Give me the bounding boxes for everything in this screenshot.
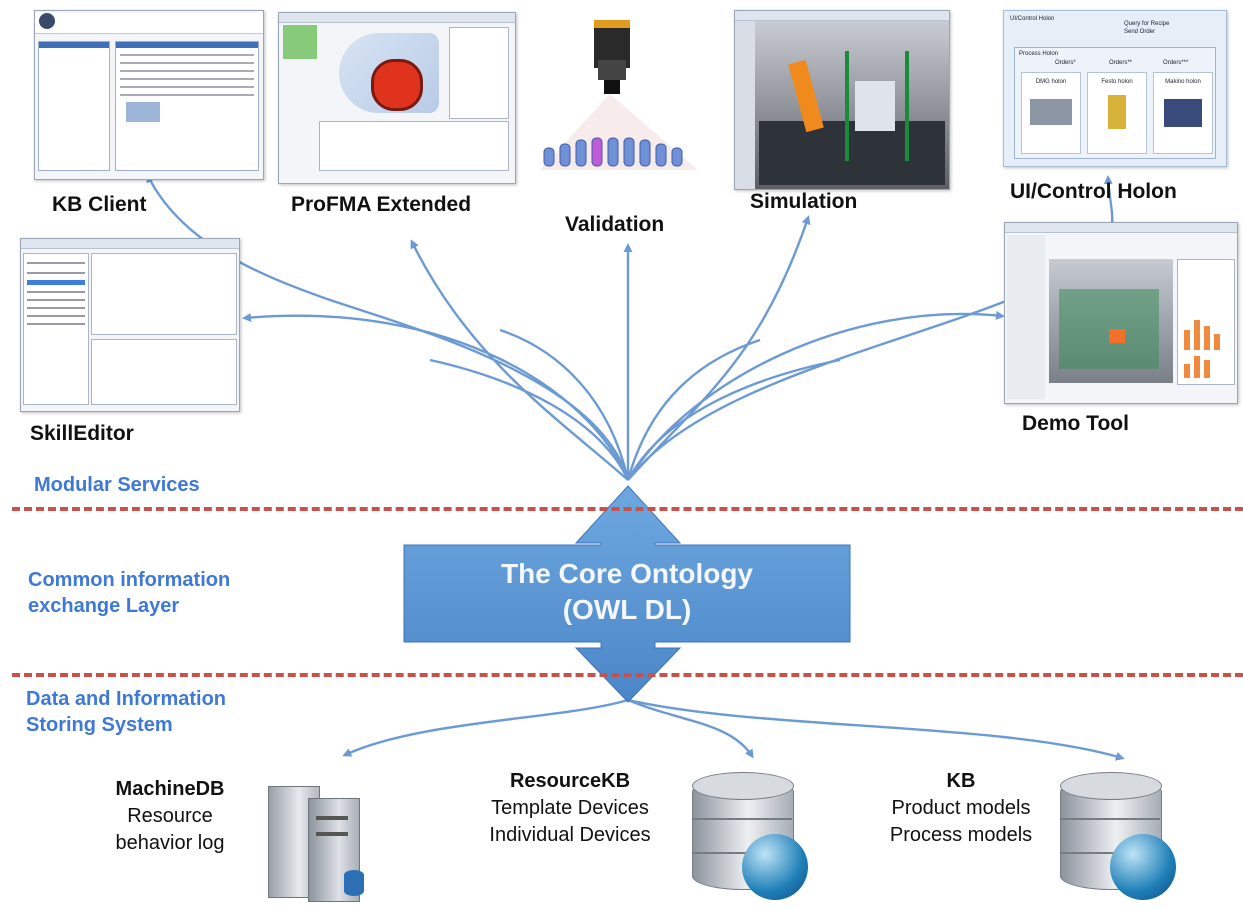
demo-tool-label: Demo Tool — [1022, 412, 1129, 435]
simulation-label: Simulation — [750, 190, 858, 213]
separator-lower — [12, 673, 1243, 677]
core-ontology-arrow — [403, 485, 851, 703]
holon-screen-query: Query for Recipe — [1124, 21, 1170, 27]
arrow-to-demo-tool — [626, 310, 1005, 481]
validation-label: Validation — [565, 213, 665, 236]
kb-title: KB — [946, 770, 976, 792]
database-globe-icon — [1060, 768, 1184, 902]
arrow-to-profma — [410, 239, 629, 481]
resourcekb-title: ResourceKB — [509, 770, 631, 792]
holon-screen-title: UI/Control Holon — [1010, 16, 1055, 22]
kb-client-screenshot — [34, 10, 264, 180]
holon-screen-send: Send Order — [1124, 29, 1156, 35]
separator-upper — [12, 507, 1243, 511]
skilleditor-label: SkillEditor — [30, 422, 134, 445]
profma-label: ProFMA Extended — [291, 193, 472, 216]
holon-screen-o1: Orders* — [1055, 60, 1076, 66]
holon-screen-o2: Orders** — [1109, 60, 1133, 66]
holon-screen-h1: DMG holon — [1035, 79, 1067, 85]
layer-data-line1: Data and Information — [26, 688, 227, 710]
core-ontology-title: The Core Ontology — [501, 558, 753, 589]
holon-screen-h3: Makino holon — [1165, 79, 1201, 85]
layer-data-storing: Data and Information Storing System — [26, 686, 226, 738]
validation-image — [530, 20, 706, 190]
arrow-to-skilleditor — [242, 312, 630, 481]
resourcekb-line1: Template Devices — [491, 797, 649, 819]
holon-screen-process: Process Holon — [1019, 51, 1059, 57]
machinedb-label: MachineDB Resource behavior log — [84, 776, 256, 857]
ui-holon-screenshot: UI/Control Holon Query for Recipe Send O… — [1003, 10, 1227, 167]
kb-label: KB Product models Process models — [866, 768, 1056, 849]
skilleditor-screenshot — [20, 238, 240, 412]
simulation-screenshot — [734, 10, 950, 190]
core-ontology-label: The Core Ontology (OWL DL) — [404, 556, 850, 628]
kb-line1: Product models — [891, 797, 1031, 819]
machinedb-line1: Resource — [127, 805, 213, 827]
kb-client-label: KB Client — [52, 193, 147, 216]
holon-screen-h2: Festo holon — [1101, 79, 1133, 85]
layer-modular-services: Modular Services — [34, 474, 200, 496]
layer-common-line1: Common information — [28, 569, 231, 591]
server-icon — [268, 782, 368, 902]
layer-common-line2: exchange Layer — [28, 595, 180, 617]
demo-tool-screenshot — [1004, 222, 1238, 404]
database-globe-icon — [692, 768, 816, 902]
arrow-to-machinedb — [342, 698, 629, 757]
arrow-to-kb — [627, 698, 1125, 761]
arrow-to-simulation — [627, 215, 811, 481]
layer-common-info: Common information exchange Layer — [28, 567, 230, 619]
core-ontology-subtitle: (OWL DL) — [562, 594, 692, 625]
arrow-to-resourcekb — [627, 698, 754, 759]
machinedb-title: MachineDB — [115, 778, 225, 800]
resourcekb-label: ResourceKB Template Devices Individual D… — [460, 768, 680, 849]
resourcekb-line2: Individual Devices — [489, 824, 651, 846]
ui-holon-label: UI/Control Holon — [1010, 180, 1177, 203]
machinedb-line2: behavior log — [115, 832, 225, 854]
layer-data-line2: Storing System — [26, 714, 173, 736]
arrow-to-ui-holon — [627, 175, 1114, 481]
holon-screen-o3: Orders*** — [1163, 60, 1189, 66]
profma-screenshot — [278, 12, 516, 184]
kb-line2: Process models — [889, 824, 1033, 846]
